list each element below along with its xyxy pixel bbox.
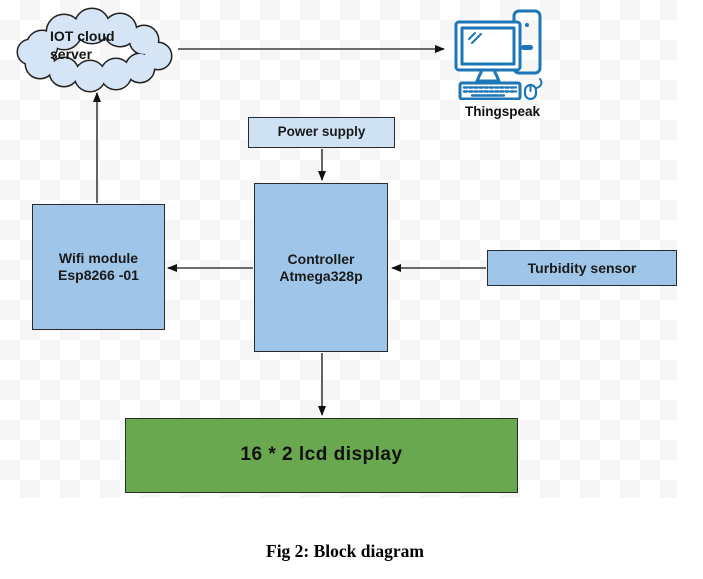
- cloud-label: IOT cloud server: [50, 28, 160, 63]
- lcd-label: 16 * 2 lcd display: [240, 444, 403, 466]
- desktop-computer-icon: [454, 9, 543, 100]
- cloud-label-line2: server: [50, 45, 93, 62]
- node-power-supply: Power supply: [248, 117, 395, 148]
- cloud-label-line1: IOT cloud: [50, 28, 115, 44]
- node-turbidity-sensor: Turbidity sensor: [487, 250, 677, 286]
- cloud-fill: [18, 9, 171, 91]
- node-lcd-display: 16 * 2 lcd display: [125, 418, 518, 493]
- controller-label-line1: Controller: [287, 250, 355, 267]
- wifi-label-line2: Esp8266 -01: [58, 267, 139, 283]
- controller-label-line2: Atmega328p: [279, 267, 363, 284]
- node-controller: Controller Atmega328p: [254, 183, 388, 352]
- figure-caption: Fig 2: Block diagram: [266, 541, 424, 561]
- node-wifi-module: Wifi module Esp8266 -01: [32, 204, 165, 330]
- turbidity-label: Turbidity sensor: [527, 259, 637, 276]
- wifi-label-line1: Wifi module: [58, 250, 139, 267]
- thingspeak-label: Thingspeak: [464, 104, 540, 119]
- cloud-shape: [16, 7, 173, 93]
- computer-icon-strokes: [454, 9, 543, 100]
- node-iot-cloud-server: IOT cloud server: [12, 6, 178, 98]
- power-supply-label: Power supply: [277, 124, 366, 140]
